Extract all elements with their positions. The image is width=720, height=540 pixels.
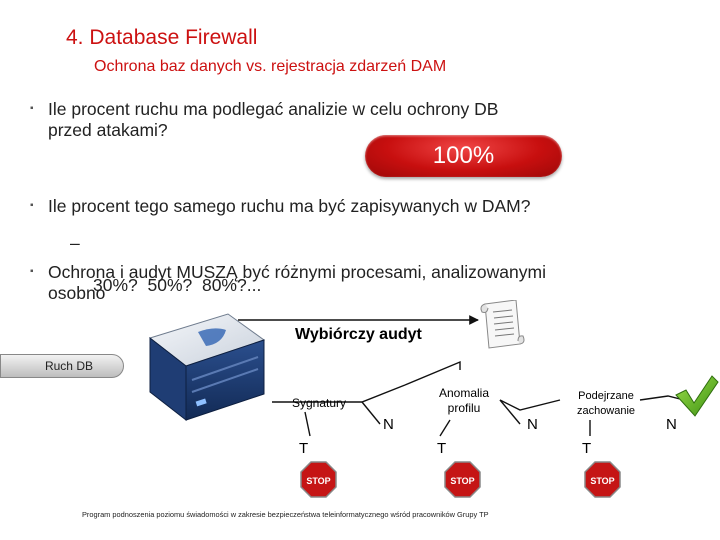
sub-bullet-text: 30%? 50%? 80%?... xyxy=(93,275,262,295)
page-subtitle: Ochrona baz danych vs. rejestracja zdarz… xyxy=(94,58,447,75)
stop-sign-icon: STOP xyxy=(300,461,337,498)
firewall-diagram: STOP STOP STOP xyxy=(148,300,719,498)
profile-anomaly-label: Anomalia profilu xyxy=(438,386,490,415)
checkmark-icon xyxy=(675,375,719,417)
stop-text: STOP xyxy=(450,476,474,486)
true-branch-label: T xyxy=(582,440,592,457)
bullet-marker: ▪ xyxy=(30,103,34,114)
stop-text: STOP xyxy=(306,476,330,486)
suspicious-behavior-label: Podejrzane zachowanie xyxy=(576,390,636,417)
true-branch-label: T xyxy=(299,440,309,457)
bullet-text: Ochrona i audyt MUSZĄ być różnymi proces… xyxy=(48,262,546,303)
bullet-text: Ile procent ruchu ma podlegać analizie w… xyxy=(48,99,499,140)
bullet-marker: ▪ xyxy=(30,266,34,277)
percentage-badge: 100% xyxy=(365,135,562,177)
firewall-appliance-icon xyxy=(148,313,266,422)
page-title: 4. Database Firewall xyxy=(66,26,258,49)
signatures-label: Sygnatury xyxy=(291,396,347,410)
false-branch-label: N xyxy=(527,416,538,433)
footer-text: Program podnoszenia poziomu świadomości … xyxy=(82,510,489,519)
sub-bullet-marker: – xyxy=(70,233,80,253)
bullet-list: ▪ Ile procent ruchu ma podlegać analizie… xyxy=(30,99,546,303)
true-branch-label: T xyxy=(437,440,447,457)
db-traffic-label: Ruch DB xyxy=(0,354,124,378)
bullet-text: Ile procent tego samego ruchu ma być zap… xyxy=(48,196,531,216)
bullet-marker: ▪ xyxy=(30,200,34,211)
stop-sign-icon: STOP xyxy=(444,461,481,498)
document-scroll-icon xyxy=(480,300,525,349)
stop-sign-icon: STOP xyxy=(584,461,621,498)
false-branch-label: N xyxy=(383,416,394,433)
false-branch-label: N xyxy=(666,416,677,433)
stop-text: STOP xyxy=(590,476,614,486)
selective-audit-label: Wybiórczy audyt xyxy=(295,326,422,343)
